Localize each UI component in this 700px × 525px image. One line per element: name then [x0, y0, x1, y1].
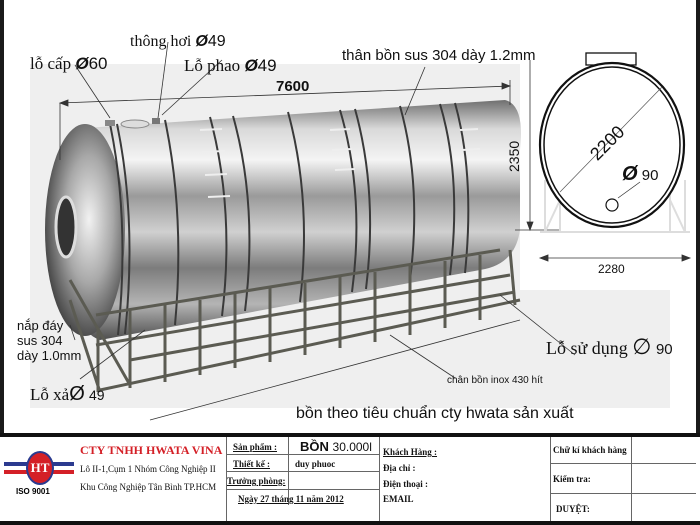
ht-emblem: HT: [26, 451, 54, 485]
float-fitting: [152, 118, 160, 124]
tank-body: [45, 100, 521, 340]
length-dimension: 7600: [276, 78, 310, 95]
check-label: Kiểm tra:: [553, 474, 591, 484]
address-label: Địa chỉ :: [383, 463, 416, 473]
iso-badge: ISO 9001: [16, 487, 50, 496]
tank-end-cap: [45, 124, 125, 336]
tank-stand: [68, 248, 521, 393]
customer-signature-field[interactable]: [632, 438, 694, 462]
designer-value: duy phuoc: [295, 459, 336, 469]
dimension-lines: [58, 41, 692, 421]
company-address-1: Lô II-1,Cụm 1 Nhóm Công Nghiệp II: [80, 464, 216, 474]
company-logo: HT ISO 9001: [4, 451, 74, 496]
ring-bands: [109, 102, 470, 336]
vent-dome: [120, 119, 150, 129]
end-view: [538, 52, 690, 233]
company-name: CTY TNHH HWATA VINA: [80, 443, 223, 457]
title-block: HT ISO 9001 CTY TNHH HWATA VINA Lô II-1,…: [0, 433, 700, 525]
standard-caption: bồn theo tiêu chuẩn cty hwata sản xuất: [296, 405, 574, 422]
height-dimension: 2350: [506, 140, 522, 172]
outlet-label: Lỗ sử dụng ∅ 90: [546, 334, 673, 359]
manager-label: Trưởng phòng:: [227, 476, 286, 486]
inlet-fitting: [105, 120, 115, 126]
check-signature-field[interactable]: [632, 464, 694, 492]
product-label: Sản phẩm :: [233, 442, 278, 452]
stand-label: chân bồn inox 430 hít: [447, 375, 543, 386]
customer-label: Khách Hàng :: [383, 447, 438, 457]
drawing-date: Ngày 27 tháng 11 năm 2012: [238, 494, 344, 504]
approve-label: DUYỆT:: [556, 504, 590, 514]
customer-signature-label: Chữ kí khách hàng: [553, 445, 627, 455]
email-label: EMAIL: [383, 494, 414, 504]
float-label: Lỗ phao Ø49: [184, 56, 277, 75]
company-address-2: Khu Công Nghiệp Tân Bình TP.HCM: [80, 482, 217, 492]
tank-drawing: [45, 41, 692, 421]
body-spec-label: thân bồn sus 304 dày 1.2mm: [342, 47, 536, 64]
phone-label: Điện thoại :: [383, 479, 428, 489]
inlet-label: lỗ cấp Ø60: [30, 54, 108, 73]
manhole-dimension: Ø 90: [622, 163, 659, 185]
drain-label: Lỗ xảØ 49: [30, 383, 105, 405]
vent-label: thông hơi Ø49: [130, 33, 226, 50]
ladder-rungs: [199, 128, 481, 198]
end-opening: [54, 195, 78, 259]
outlet-hole: [605, 198, 619, 212]
approve-signature-field[interactable]: [632, 494, 694, 520]
product-value: BỒN 30.000l: [300, 439, 372, 454]
end-cap-label: nắp đáy sus 304 dày 1.0mm: [17, 318, 82, 363]
width-dimension: 2280: [598, 262, 625, 276]
designer-label: Thiết kế :: [233, 459, 270, 469]
